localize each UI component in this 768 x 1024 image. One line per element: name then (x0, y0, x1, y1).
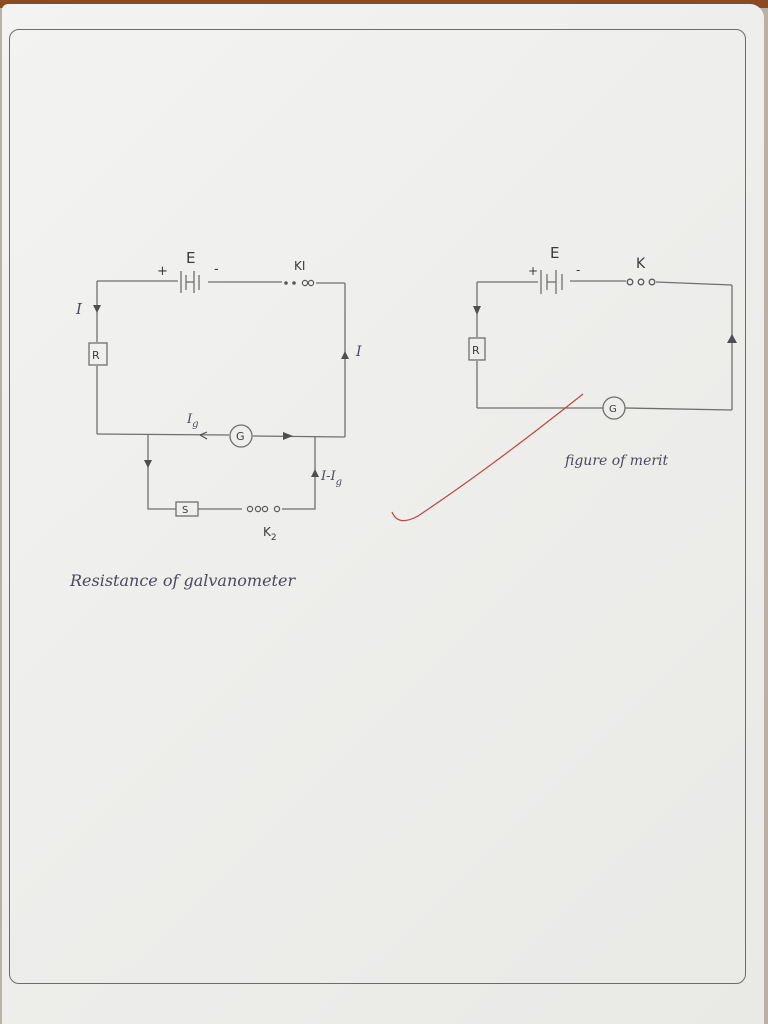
right-resistor-box (468, 337, 486, 361)
ig-label: Ig (186, 412, 199, 430)
arrow-down-shunt (144, 460, 152, 468)
left-battery-symbol (180, 271, 200, 293)
right-galvanometer-label: G (609, 404, 617, 415)
arrow-up-shunt (311, 469, 319, 477)
left-resistor-box (88, 342, 108, 366)
right-battery-label: E (550, 244, 559, 262)
arrow-down-left-main (93, 305, 101, 313)
left-battery-minus: - (214, 262, 219, 277)
right-circuit (476, 280, 733, 411)
left-galvanometer-label: G (236, 430, 245, 443)
shunt-branch-right (282, 437, 316, 510)
left-key-label: KI (294, 259, 305, 273)
arrow-up-right-circuit (727, 334, 737, 343)
paper-sheet (2, 4, 764, 1024)
right-caption: figure of merit (564, 453, 669, 469)
left-battery-plus: + (157, 264, 168, 279)
right-battery-minus: - (576, 263, 580, 277)
left-current-label: I (75, 300, 83, 318)
left-battery-label: E (186, 249, 195, 267)
shunt-box (175, 501, 199, 517)
right-galvanometer-circle (602, 396, 626, 420)
left-right-current-label: I (355, 344, 362, 360)
right-battery-symbol (540, 270, 563, 294)
shunt-branch-left (147, 434, 176, 510)
current-arrows (93, 305, 737, 477)
shunt-key-label: K2 (263, 525, 277, 543)
shunt-label: S (182, 505, 188, 516)
left-bottom-wire-b (252, 435, 346, 438)
key-dots (246, 278, 656, 513)
page-border (9, 29, 746, 984)
arrow-up-right-main (341, 351, 349, 359)
left-galvanometer-circle (229, 424, 253, 448)
right-bottom-wire-b (624, 407, 733, 411)
arrow-down-right-circuit (473, 306, 481, 315)
small-arrow-ig (199, 431, 208, 440)
right-key-label: K (636, 256, 646, 272)
left-bottom-wire-a (96, 433, 230, 436)
shunt-current-label: I-Ig (320, 469, 342, 488)
right-top-wire-c (655, 281, 733, 286)
left-caption: Resistance of galvanometer (69, 571, 296, 590)
left-resistor-label: R (92, 349, 100, 362)
red-check-mark (391, 393, 584, 522)
left-circuit (96, 280, 346, 510)
right-battery-plus: + (528, 264, 538, 278)
arrow-right-bottom (283, 432, 293, 440)
right-resistor-label: R (472, 344, 480, 357)
